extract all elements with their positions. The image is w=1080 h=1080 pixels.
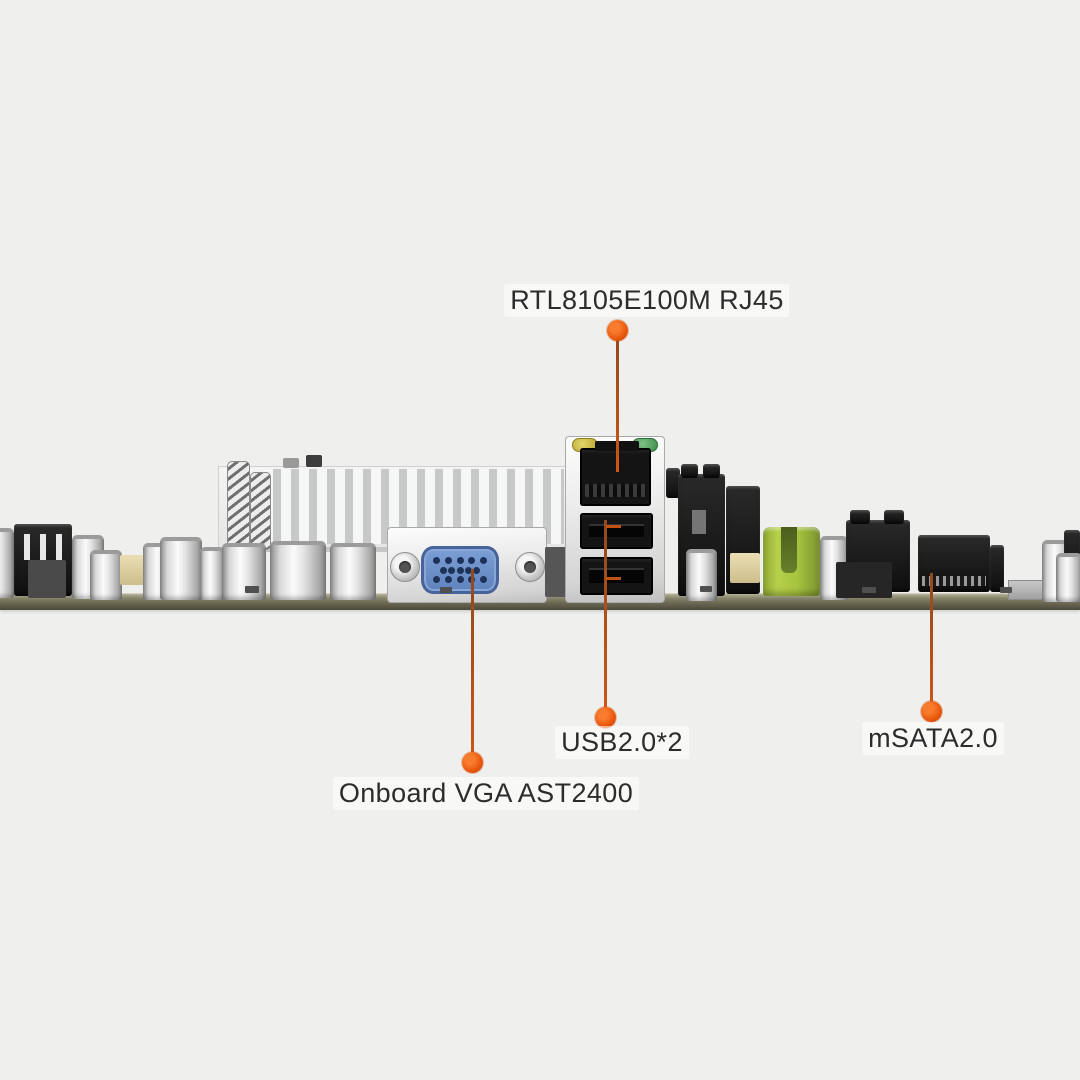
msata-connector-wing xyxy=(990,545,1004,592)
capacitor xyxy=(686,549,717,601)
leader-branch-usb1 xyxy=(606,525,621,528)
leader-dot xyxy=(595,707,616,728)
capacitor xyxy=(200,547,224,600)
leader-branch-usb2 xyxy=(606,577,621,580)
header-pin xyxy=(40,534,46,560)
capacitor xyxy=(0,528,14,598)
callout-label-rj45: RTL8105E100M RJ45 xyxy=(504,284,790,317)
msata-pins xyxy=(922,576,986,586)
pin-header-tab xyxy=(703,464,720,478)
leader-dot xyxy=(607,320,628,341)
header-pin xyxy=(56,534,62,560)
callout-label-usb: USB2.0*2 xyxy=(555,726,689,759)
small-connector xyxy=(730,553,760,583)
capacitor xyxy=(330,543,376,600)
header-pin xyxy=(24,534,30,560)
capacitor xyxy=(90,550,122,600)
leader-dot xyxy=(462,752,483,773)
vga-port xyxy=(421,546,499,594)
smd-component xyxy=(862,587,876,593)
smd-component xyxy=(440,587,452,593)
capacitor xyxy=(160,537,202,600)
leader-dot xyxy=(921,701,942,722)
leader-line-rj45 xyxy=(616,331,619,472)
leader-line-vga xyxy=(471,569,474,763)
capacitor xyxy=(270,541,326,600)
capacitor xyxy=(1056,553,1080,602)
rj45-contacts xyxy=(585,484,646,497)
vga-pin-row xyxy=(433,576,487,584)
smd-component xyxy=(245,586,259,593)
heatsink-spring-screw xyxy=(227,461,250,547)
pin-header xyxy=(666,468,680,498)
component-block xyxy=(28,560,66,598)
usb-port-1 xyxy=(580,513,653,549)
pin-header-slot xyxy=(692,510,706,534)
heatsink-spring-screw xyxy=(250,472,271,550)
vga-pin-row xyxy=(433,566,487,574)
heatsink-clip xyxy=(283,458,299,468)
callout-label-msata: mSATA2.0 xyxy=(862,722,1004,755)
heatsink-clip xyxy=(306,455,322,467)
leader-line-msata xyxy=(930,573,933,712)
pin-header-tab xyxy=(884,510,904,524)
vga-pin-row xyxy=(433,556,487,564)
vga-screw-post xyxy=(390,552,420,582)
callout-label-vga: Onboard VGA AST2400 xyxy=(332,777,640,810)
pin-header-tab xyxy=(850,510,870,524)
power-connector xyxy=(120,555,144,585)
usb-port-2 xyxy=(580,557,653,595)
smd-component xyxy=(1000,587,1012,593)
green-jumper-slot xyxy=(781,527,797,573)
pin-header-tab xyxy=(681,464,698,478)
leader-line-usb xyxy=(604,520,607,718)
smd-component xyxy=(700,586,712,592)
vga-screw-post xyxy=(515,552,545,582)
capacitor xyxy=(222,543,266,600)
